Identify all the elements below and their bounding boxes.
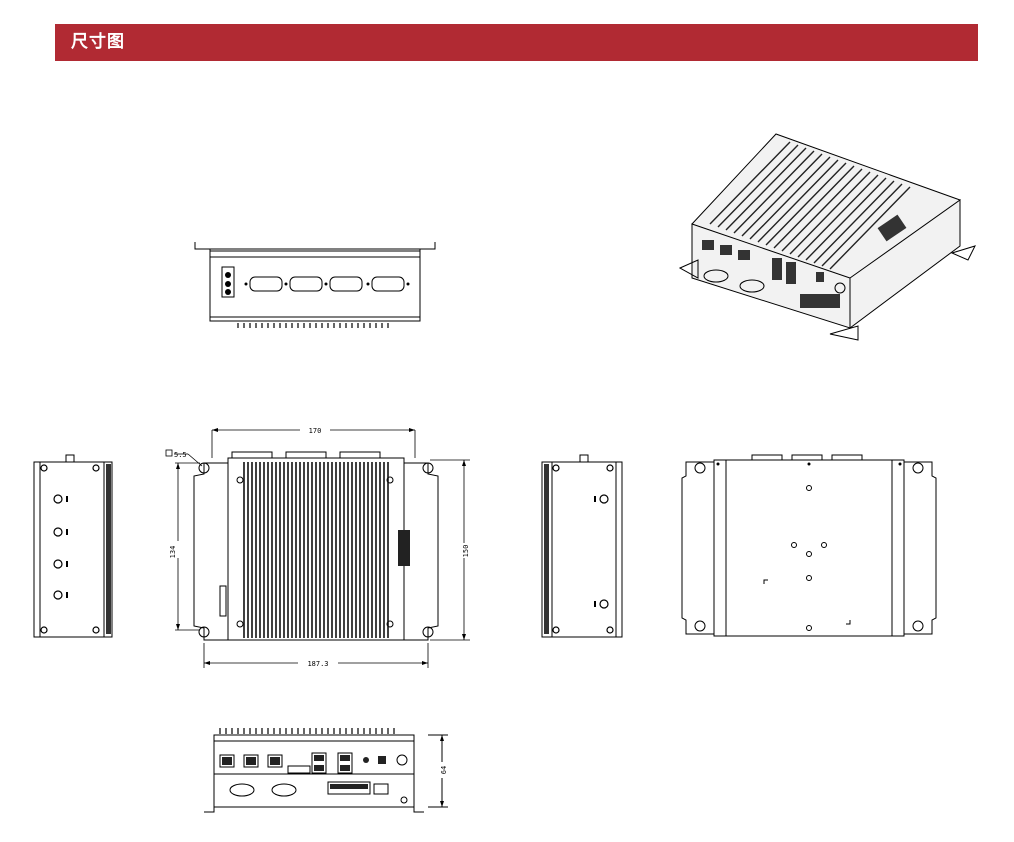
front-view-drawing: 64 (204, 728, 448, 813)
bottom-view-drawing (681, 454, 937, 637)
left-side-view-drawing (33, 454, 113, 638)
section-title: 尺寸图 (71, 32, 125, 52)
dim-overall-width-label: 187.3 (307, 660, 328, 668)
rear-view-drawing (194, 242, 436, 328)
dim-height-label: 64 (440, 766, 448, 774)
dim-width-label: 170 (309, 427, 322, 435)
dim-hole-label: 5.5 (174, 451, 187, 459)
right-side-view-drawing (541, 454, 623, 638)
dim-overall-depth-label: 150 (462, 545, 470, 558)
dim-depth-label: 134 (169, 546, 177, 559)
isometric-view-drawing (678, 133, 976, 341)
top-view-drawing: 170 5.5 134 150 187.3 (165, 427, 470, 668)
section-header: 尺寸图 (55, 24, 978, 61)
